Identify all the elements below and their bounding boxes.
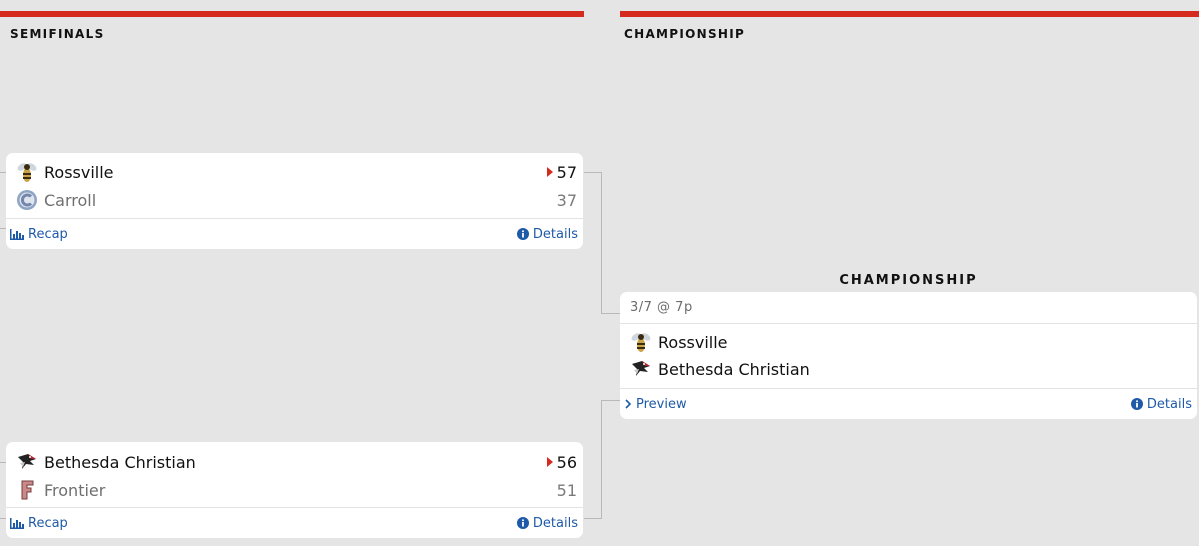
winner-arrow-icon — [546, 457, 553, 467]
score-value: 56 — [556, 452, 577, 472]
semifinal-game-card[interactable]: Bethesda Christian 56 Frontier 51 Recap — [6, 442, 583, 538]
info-icon — [516, 228, 529, 240]
carroll-c-icon — [16, 189, 38, 211]
bracket-connector — [601, 313, 620, 314]
championship-game-card[interactable]: 3/7 @ 7p Rossville Bethesda Christian — [620, 292, 1197, 419]
frontier-f-icon — [16, 479, 38, 501]
team-score: 37 — [556, 190, 577, 210]
team-name: Carroll — [44, 190, 97, 210]
bracket-connector — [584, 518, 602, 519]
team-name: Bethesda Christian — [658, 359, 810, 379]
recap-link[interactable]: Recap — [10, 516, 68, 531]
preview-link[interactable]: Preview — [624, 397, 687, 412]
semifinals-title: SEMIFINALS — [10, 27, 105, 41]
recap-link[interactable]: Recap — [10, 227, 68, 242]
team-score: 57 — [546, 162, 577, 182]
details-label: Details — [532, 515, 578, 531]
team-row[interactable]: Bethesda Christian — [630, 357, 1191, 381]
team-row[interactable]: Rossville — [630, 330, 1191, 354]
details-label: Details — [1146, 396, 1192, 412]
semifinal-game-card[interactable]: Rossville 57 Carroll 37 Rec — [6, 153, 583, 249]
details-label: Details — [532, 226, 578, 242]
info-icon — [1130, 398, 1143, 410]
game-card-footer: Recap Details — [6, 507, 583, 538]
details-link[interactable]: Details — [516, 226, 578, 242]
hornet-icon — [16, 161, 38, 183]
bracket-connector — [0, 462, 6, 463]
info-icon — [516, 517, 529, 529]
bar-chart-icon — [10, 517, 24, 529]
team-name: Rossville — [44, 162, 114, 182]
team-name: Frontier — [44, 480, 106, 500]
chevron-right-icon — [625, 399, 632, 409]
details-link[interactable]: Details — [1130, 396, 1192, 412]
hornet-icon — [630, 331, 652, 353]
bracket-connector — [601, 400, 620, 401]
game-date-time: 3/7 @ 7p — [620, 292, 1197, 324]
team-row-winner[interactable]: Bethesda Christian 56 — [16, 450, 577, 474]
team-row-loser[interactable]: Frontier 51 — [16, 478, 577, 502]
bracket-connector — [0, 518, 6, 519]
game-card-footer: Recap Details — [6, 218, 583, 249]
team-name: Rossville — [658, 332, 728, 352]
team-score: 56 — [546, 452, 577, 472]
bracket-connector — [584, 172, 602, 173]
bracket-connector — [601, 172, 602, 313]
championship-title: CHAMPIONSHIP — [624, 27, 746, 41]
bar-chart-icon — [10, 228, 24, 240]
team-row-winner[interactable]: Rossville 57 — [16, 160, 577, 184]
team-name: Bethesda Christian — [44, 452, 196, 472]
winner-arrow-icon — [546, 167, 553, 177]
team-score: 51 — [556, 480, 577, 500]
preview-label: Preview — [636, 396, 687, 412]
details-link[interactable]: Details — [516, 515, 578, 531]
eagle-icon — [630, 358, 652, 380]
bracket-connector — [601, 400, 602, 519]
eagle-icon — [16, 451, 38, 473]
bracket-connector — [0, 228, 6, 229]
score-value: 57 — [556, 162, 577, 182]
team-row-loser[interactable]: Carroll 37 — [16, 188, 577, 212]
championship-header-bar — [620, 11, 1199, 17]
championship-game-heading: CHAMPIONSHIP — [839, 273, 978, 288]
bracket-connector — [0, 172, 6, 173]
game-card-footer: Preview Details — [620, 388, 1197, 419]
recap-label: Recap — [28, 515, 68, 531]
semifinals-header-bar — [0, 11, 584, 17]
recap-label: Recap — [28, 226, 68, 242]
